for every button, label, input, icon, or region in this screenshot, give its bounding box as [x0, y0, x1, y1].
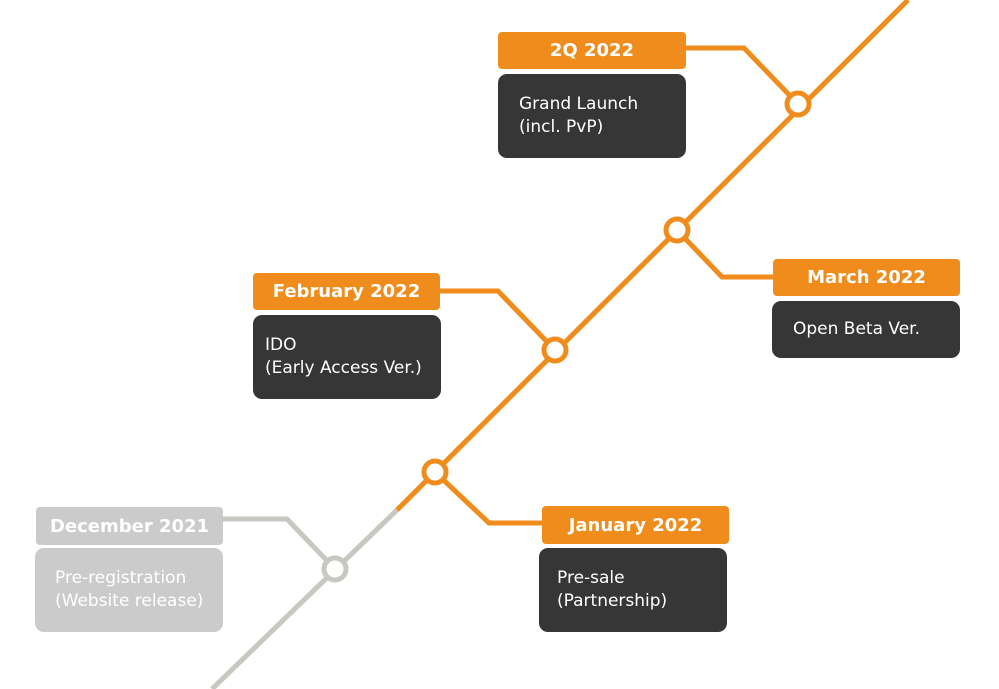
timeline-node-february-2022: [541, 336, 569, 364]
milestone-line: IDO: [265, 335, 297, 355]
timeline-node-2q-2022: [784, 90, 812, 118]
milestone-date-february-2022: February 2022: [253, 273, 440, 310]
milestone-date-2q-2022: 2Q 2022: [498, 32, 686, 69]
milestone-line: (Early Access Ver.): [265, 358, 422, 378]
timeline-track-past: [210, 508, 399, 689]
timeline-track-active: [395, 0, 910, 512]
milestone-description-february-2022: IDO (Early Access Ver.): [253, 315, 441, 399]
milestone-description-december-2021: Pre-registration (Website release): [35, 548, 223, 632]
connector-december-2021: [223, 516, 337, 571]
connector-january-2022: [433, 470, 542, 526]
milestone-date-march-2022: March 2022: [773, 259, 960, 296]
connector-february-2022: [440, 288, 557, 352]
milestone-date-january-2022: January 2022: [542, 506, 729, 544]
timeline-node-march-2022: [663, 216, 691, 244]
timeline-node-january-2022: [421, 458, 449, 486]
milestone-line: Grand Launch: [519, 94, 639, 114]
milestone-line: (Partnership): [557, 591, 668, 611]
milestone-description-january-2022: Pre-sale (Partnership): [539, 548, 727, 632]
timeline-node-december-2021: [321, 555, 349, 583]
connector-march-2022: [675, 228, 773, 280]
milestone-date-december-2021: December 2021: [36, 507, 223, 545]
connector-2q-2022: [686, 45, 800, 106]
milestone-line: (Website release): [55, 591, 204, 611]
milestone-line: Pre-registration: [55, 568, 187, 588]
milestone-line: Pre-sale: [557, 568, 625, 588]
milestone-line: Open Beta Ver.: [793, 319, 921, 339]
milestone-description-2q-2022: Grand Launch (incl. PvP): [498, 74, 686, 158]
milestone-line: (incl. PvP): [519, 117, 604, 137]
milestone-description-march-2022: Open Beta Ver.: [772, 301, 960, 358]
